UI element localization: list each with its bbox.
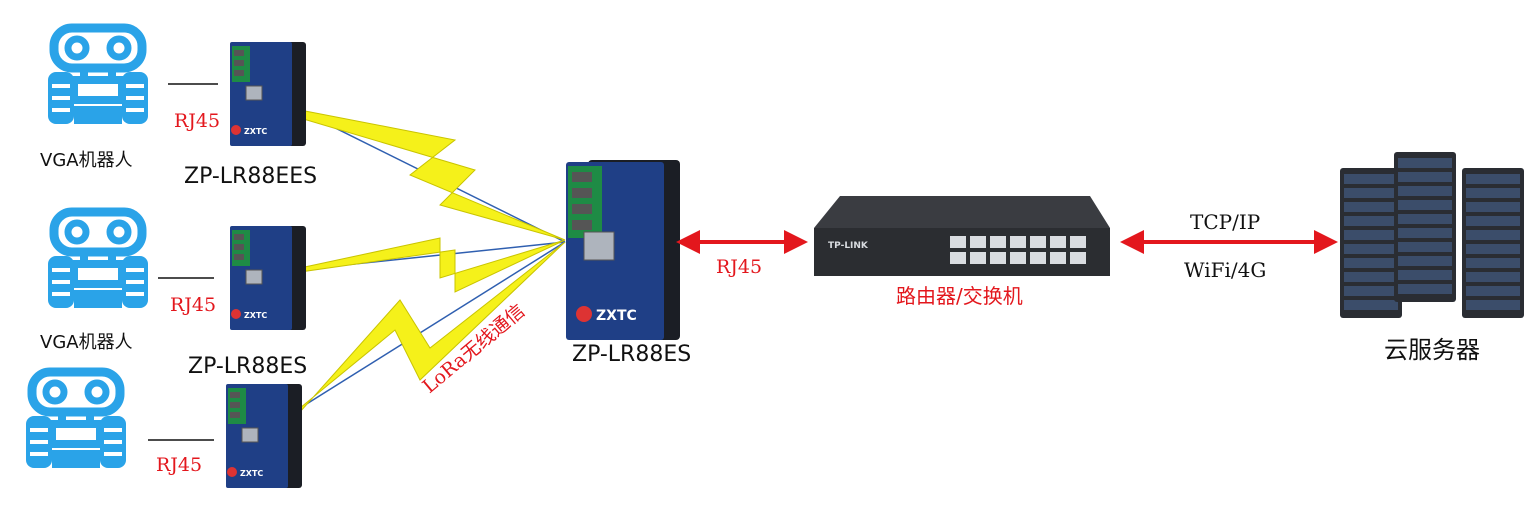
device-label: ZP-LR88ES bbox=[188, 354, 308, 379]
connection-type-label: WiFi/4G bbox=[1184, 258, 1267, 282]
rj45-label: RJ45 bbox=[174, 110, 221, 132]
robot-icon bbox=[48, 28, 148, 124]
lightning-bolt-icon bbox=[299, 237, 566, 293]
lora-module-device bbox=[229, 225, 307, 331]
lora-module-device bbox=[225, 383, 303, 489]
rj45-label: RJ45 bbox=[170, 294, 217, 316]
lightning-bolt-icon bbox=[299, 241, 566, 414]
rj45-label: RJ45 bbox=[156, 454, 203, 476]
lora-module-device bbox=[229, 41, 307, 147]
router-label: 路由器/交换机 bbox=[896, 284, 1023, 308]
server-rack-icon bbox=[1340, 152, 1524, 318]
cloud-server-label: 云服务器 bbox=[1384, 336, 1480, 364]
arrow-head-left-icon bbox=[1120, 230, 1144, 254]
device-label: ZP-LR88EES bbox=[184, 164, 318, 189]
robot-icon bbox=[48, 212, 148, 308]
lightning-bolt-icon bbox=[299, 109, 566, 241]
central-lora-gateway: ZXTC bbox=[566, 160, 680, 340]
svg-text:TP-LINK: TP-LINK bbox=[828, 241, 869, 251]
rj45-label: RJ45 bbox=[716, 256, 763, 278]
arrow-head-right-icon bbox=[784, 230, 808, 254]
arrow-head-right-icon bbox=[1314, 230, 1338, 254]
central-device-label: ZP-LR88ES bbox=[572, 342, 692, 367]
robot-label: VGA机器人 bbox=[40, 150, 133, 171]
robot-icon bbox=[26, 372, 126, 468]
robot-label: VGA机器人 bbox=[40, 332, 133, 353]
svg-text:ZXTC: ZXTC bbox=[596, 308, 637, 324]
wireless-link-line bbox=[296, 241, 566, 411]
protocol-label: TCP/IP bbox=[1190, 210, 1261, 234]
router-switch-device: TP-LINK bbox=[814, 196, 1110, 276]
arrow-head-left-icon bbox=[676, 230, 700, 254]
